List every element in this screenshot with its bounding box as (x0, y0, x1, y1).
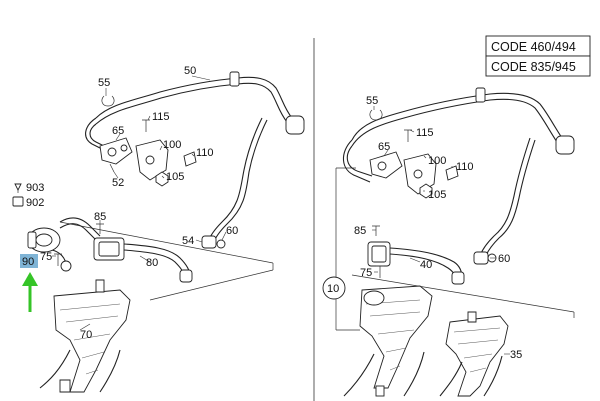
callout-903: 903 (26, 182, 44, 194)
right-callout-85: 85 (354, 225, 366, 237)
carrier-35 (439, 311, 509, 397)
right-clip-55 (369, 109, 383, 121)
symbol-903 (14, 183, 22, 193)
nut-105 (155, 171, 169, 187)
right-valve-65 (369, 151, 403, 179)
code-box-2: CODE 835/945 (485, 55, 591, 77)
right-screw-115 (404, 129, 412, 142)
callout-105: 105 (166, 171, 184, 183)
callout-50: 50 (184, 65, 196, 77)
right-screw-85 (372, 225, 380, 236)
right-callout-75: 75 (360, 267, 372, 279)
symbol-902 (12, 196, 24, 207)
right-callout-35: 35 (510, 349, 522, 361)
left-panel: 50 55 115 65 100 110 52 105 903 902 85 5… (12, 65, 305, 393)
code-label-2: CODE 835/945 (491, 60, 576, 74)
right-callout-115: 115 (416, 127, 434, 139)
right-clip-110 (445, 165, 459, 181)
screw-52 (109, 163, 115, 173)
right-carrier-assembly (343, 285, 433, 397)
callout-54: 54 (182, 235, 194, 247)
right-callout-65: 65 (378, 141, 390, 153)
callout-75: 75 (40, 251, 52, 263)
callout-52: 52 (112, 177, 124, 189)
right-callout-40: 40 (420, 259, 432, 271)
clip-55 (101, 95, 115, 107)
callout-55: 55 (98, 77, 110, 89)
callout-70: 70 (80, 329, 92, 341)
tube-right-60 (473, 137, 536, 265)
right-callout-10: 10 (327, 283, 339, 295)
code-label-1: CODE 460/494 (491, 40, 576, 54)
right-callout-60: 60 (498, 253, 510, 265)
carrier-70 (39, 279, 131, 393)
pump-90 (27, 217, 101, 272)
tube-54-60 (201, 117, 268, 249)
callout-110: 110 (196, 147, 214, 159)
callout-circle-10 (322, 276, 346, 300)
module-40 (367, 241, 465, 285)
callout-100: 100 (163, 139, 181, 151)
right-panel: CODE 460/494 CODE 835/945 (322, 35, 591, 397)
callout-115: 115 (152, 111, 170, 123)
module-80 (93, 237, 193, 283)
callout-65: 65 (112, 125, 124, 137)
callout-60: 60 (226, 225, 238, 237)
hose-right-upper (342, 87, 575, 183)
callout-80: 80 (146, 257, 158, 269)
right-screw-75 (376, 265, 384, 278)
callout-902: 902 (26, 197, 44, 209)
callout-90: 90 (22, 256, 34, 268)
right-callout-110: 110 (456, 161, 474, 173)
right-bracket-100 (403, 153, 437, 195)
right-callout-55: 55 (366, 95, 378, 107)
callout-85: 85 (94, 211, 106, 223)
green-arrow-icon (22, 272, 38, 312)
screw-115 (142, 119, 150, 132)
screw-75 (54, 253, 62, 266)
code-box-1: CODE 460/494 (485, 35, 591, 57)
right-callout-100: 100 (428, 155, 446, 167)
part-90-highlight (20, 254, 38, 268)
right-nut-105 (419, 183, 433, 199)
right-callout-105: 105 (428, 189, 446, 201)
valve-65 (99, 137, 133, 165)
clip-110 (183, 151, 197, 167)
hose-50 (85, 71, 305, 151)
